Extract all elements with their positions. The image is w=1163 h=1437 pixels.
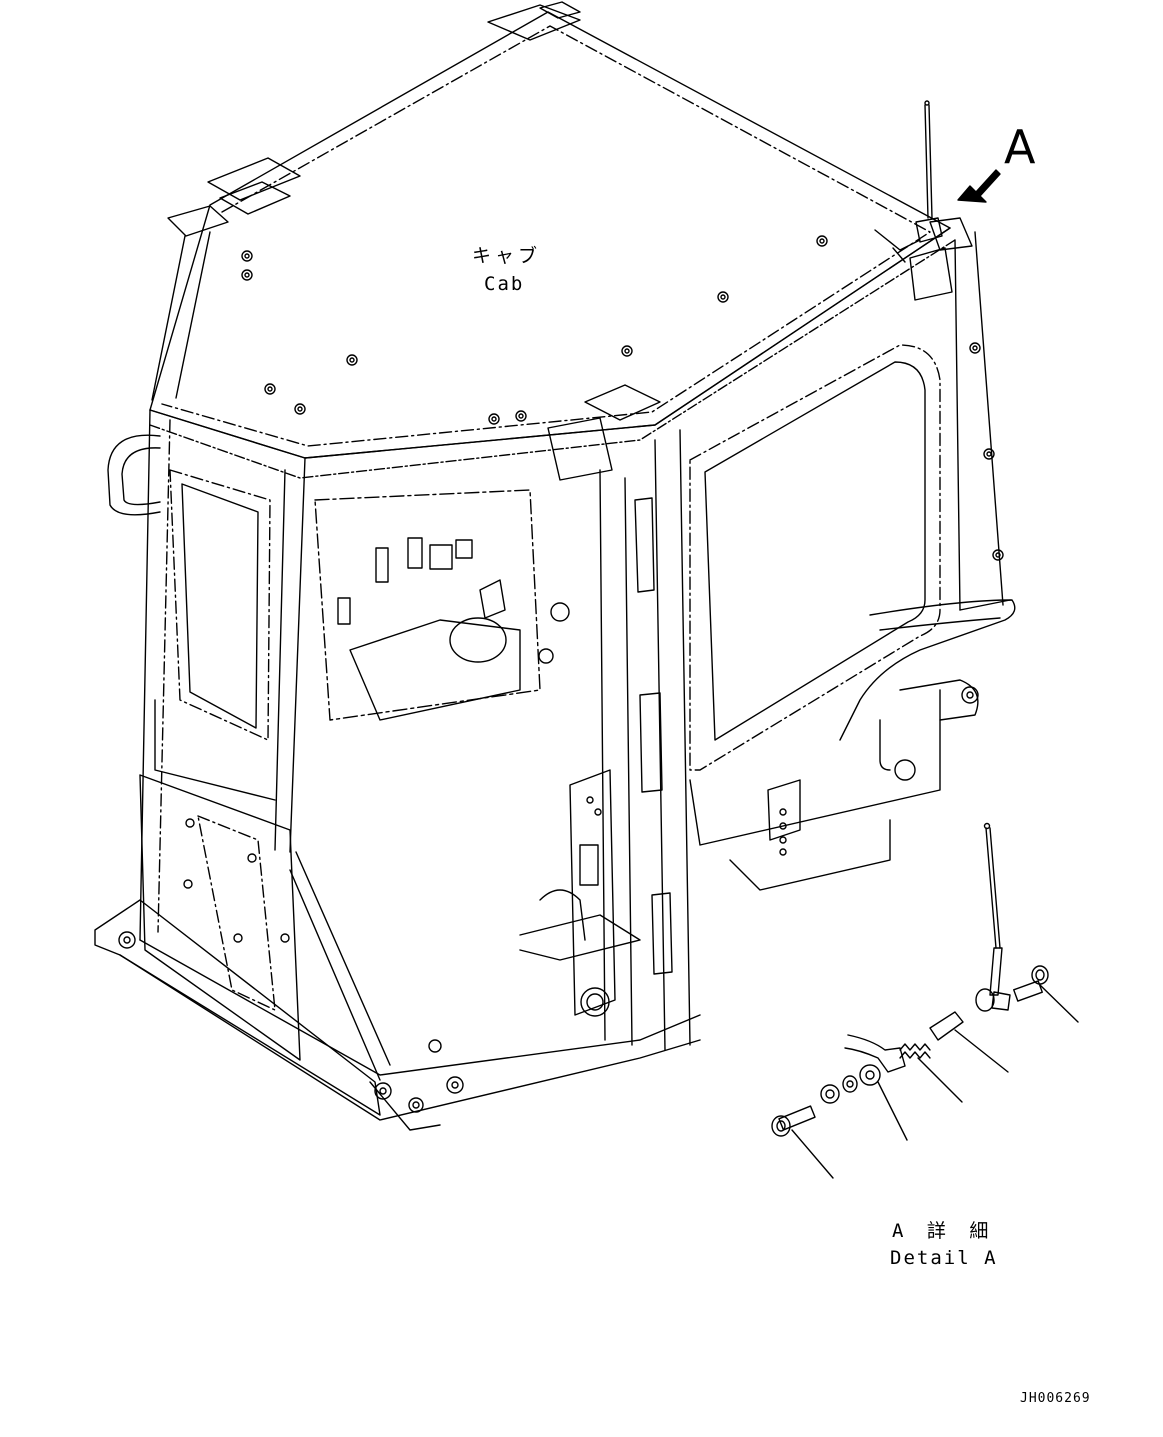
- cab-floor-frame: [94, 899, 701, 1131]
- left-front-pillar: [274, 457, 391, 1081]
- cab-label-english: Cab: [484, 273, 525, 295]
- right-rear-pillar: [954, 231, 1011, 611]
- roof-corner-brackets: [167, 1, 973, 481]
- cab-label-japanese: キャブ: [472, 245, 542, 267]
- detail-a-parts: [771, 822, 1049, 1137]
- roof-bolts: [241, 235, 1004, 561]
- detail-a-leader-lines: [791, 984, 1079, 1179]
- left-lower-panel: [139, 774, 301, 1061]
- detail-label-japanese: A 詳 細: [892, 1220, 995, 1242]
- right-lower-structure: [689, 599, 1016, 891]
- center-front-pillar: [599, 429, 691, 1051]
- right-side-window: [689, 344, 941, 771]
- antenna-on-cab: [874, 100, 943, 263]
- center-console: [519, 769, 641, 1016]
- detail-label-english: Detail A: [890, 1247, 998, 1269]
- callout-arrow: [957, 169, 1001, 203]
- left-rear-pillar: [107, 231, 211, 941]
- cab-roof: [149, 11, 956, 479]
- interior-rear-wall: [314, 489, 570, 721]
- callout-letter-a: A: [1004, 120, 1036, 174]
- drawing-code: JH006269: [1020, 1391, 1091, 1406]
- left-side-window: [154, 469, 276, 801]
